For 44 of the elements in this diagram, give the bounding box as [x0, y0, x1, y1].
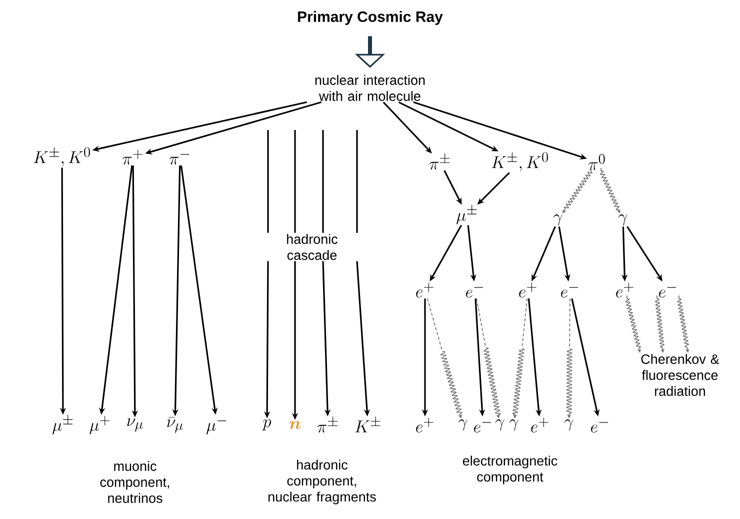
- particle-label: $e^{+}$: [616, 282, 634, 298]
- particle-label: $\gamma$: [495, 419, 504, 431]
- particle-label: $\mu^{+}$: [90, 416, 110, 434]
- component-label: muonic component, neutrinos: [100, 461, 170, 503]
- particle-label: $e^{-}$: [466, 287, 484, 298]
- particle-label: $e^{+}$: [519, 282, 536, 298]
- particle-label: $\pi^{-}$: [170, 154, 190, 164]
- particle-label: $e^{-}$: [659, 287, 676, 298]
- process-label: Cherenkov & fluorescence radiation: [641, 354, 720, 396]
- line: [356, 130, 358, 233]
- particle-label: $\pi^{0}$: [588, 154, 605, 170]
- component-label: electromagnetic component: [462, 456, 558, 484]
- line: [294, 130, 296, 233]
- process-label: hadronic cascade: [287, 234, 338, 260]
- particle-label: $\nu_{\mu}$: [127, 418, 143, 432]
- particle-label: $\gamma$: [564, 419, 574, 431]
- particle-label: $e^{+}$: [531, 418, 548, 432]
- line: [322, 130, 324, 233]
- particle-label: $e^{-}$: [474, 422, 492, 432]
- particle-label: $K^{\pm}, K^{0}$: [34, 147, 90, 166]
- line: [267, 130, 269, 233]
- particle-label: $e^{-}$: [591, 422, 608, 432]
- particle-label: $n$: [289, 421, 301, 429]
- particle-label: $\gamma$: [618, 214, 628, 226]
- component-label: hadronic component, nuclear fragments: [268, 460, 376, 504]
- particle-label: $\pi^{\pm}$: [430, 153, 450, 170]
- particle-label: $e^{+}$: [416, 418, 434, 432]
- particle-label: $\mu^{\pm}$: [52, 414, 73, 434]
- particle-label: $\gamma$: [458, 419, 468, 431]
- photon-arrow: [600, 168, 620, 214]
- process-label: nuclear interaction with air molecule: [315, 75, 425, 101]
- particle-label: $p$: [262, 419, 272, 430]
- particle-label: $\mu^{-}$: [206, 420, 226, 434]
- particle-label: $\pi^{+}$: [122, 150, 143, 164]
- particle-label: $\pi^{\pm}$: [318, 416, 338, 432]
- particle-label: $\gamma$: [553, 214, 562, 226]
- particle-label: $e^{-}$: [561, 287, 578, 298]
- particle-label: $\bar{\nu}_{\mu}$: [167, 417, 183, 433]
- particle-label: $K^{\pm}, K^{0}$: [492, 152, 548, 172]
- title-text: Primary Cosmic Ray: [298, 11, 443, 25]
- particle-label: $\gamma$: [509, 419, 518, 431]
- particle-label: $e^{+}$: [416, 282, 434, 298]
- particle-label: $\mu^{\pm}$: [456, 204, 477, 224]
- particle-label: $K^{\pm}$: [355, 416, 380, 432]
